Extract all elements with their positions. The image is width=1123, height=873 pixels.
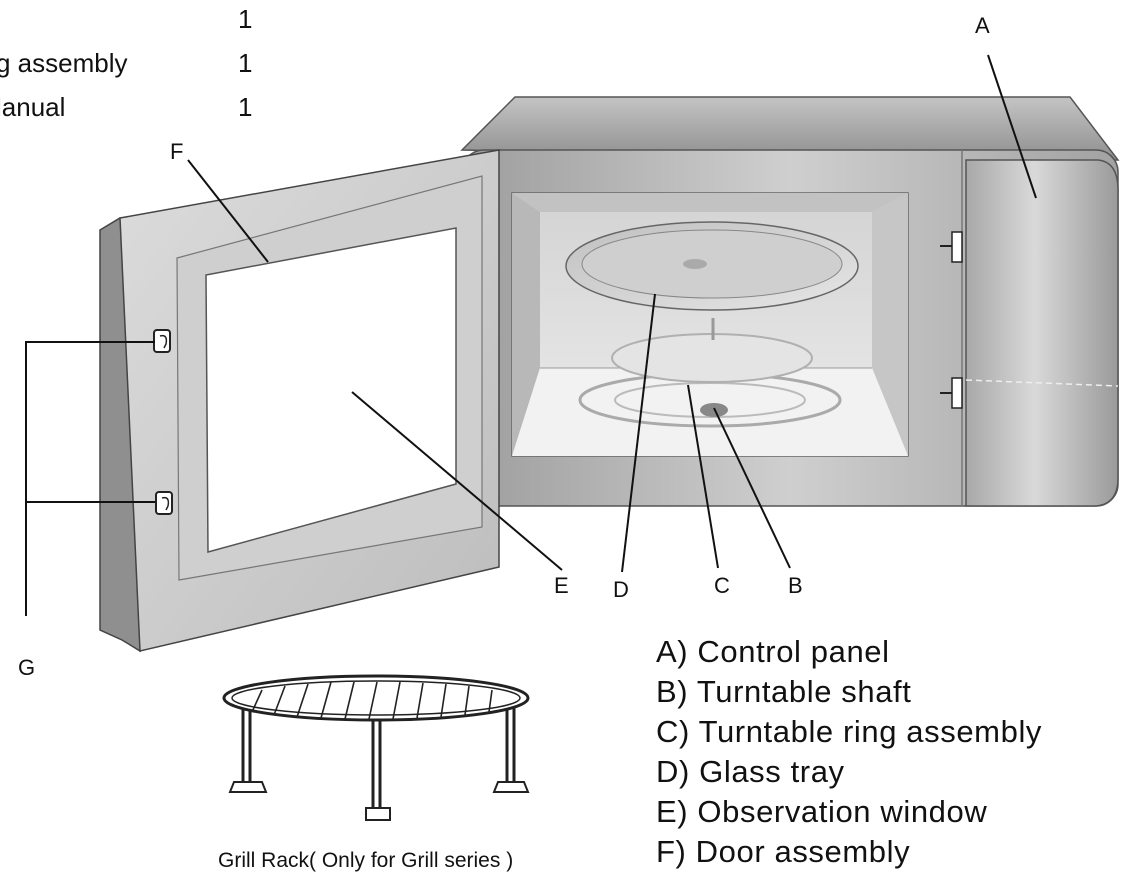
- parts-list-item-qty: 1: [238, 92, 253, 122]
- legend-item-turntable-shaft: B) Turntable shaft: [656, 674, 912, 709]
- turntable-ring-assembly: [578, 333, 842, 428]
- callout-a: A: [975, 13, 990, 38]
- grill-rack: [222, 674, 530, 821]
- parts-list-item-name: lanual: [0, 92, 66, 122]
- callout-e: E: [554, 573, 569, 598]
- legend-item-observation-window: E) Observation window: [656, 794, 988, 829]
- parts-list-item-qty: 1: [238, 48, 253, 78]
- leader-line-d: [621, 293, 656, 573]
- legend-item-door-assembly: F) Door assembly: [656, 834, 911, 869]
- control-panel: [965, 159, 1119, 507]
- callout-b: B: [788, 573, 803, 598]
- latch-slot-upper: [940, 231, 963, 263]
- leader-line-e: [351, 391, 563, 571]
- leader-line-b: [713, 407, 791, 569]
- callout-d: D: [613, 577, 629, 602]
- parts-list-item-qty: 1: [238, 4, 253, 34]
- callout-c: C: [714, 573, 730, 598]
- glass-tray: [565, 221, 859, 311]
- callout-f: F: [170, 139, 184, 164]
- grill-rack-caption: Grill Rack( Only for Grill series ): [218, 849, 514, 872]
- parts-list-item-name: g assembly: [0, 48, 128, 78]
- door-hook-upper: [153, 329, 171, 353]
- observation-window: [205, 227, 457, 553]
- legend-item-control-panel: A) Control panel: [656, 634, 890, 669]
- legend-item-turntable-ring: C) Turntable ring assembly: [656, 714, 1043, 749]
- leader-lines: [25, 54, 1037, 616]
- callout-g: G: [18, 655, 36, 680]
- latch-slot-lower: [940, 377, 963, 409]
- leader-line-c: [687, 384, 719, 569]
- legend-item-glass-tray: D) Glass tray: [656, 754, 845, 789]
- leader-line-g: [25, 341, 155, 616]
- door-hook-lower: [155, 491, 173, 515]
- leader-line-f: [187, 159, 269, 263]
- leader-line-a: [987, 54, 1037, 199]
